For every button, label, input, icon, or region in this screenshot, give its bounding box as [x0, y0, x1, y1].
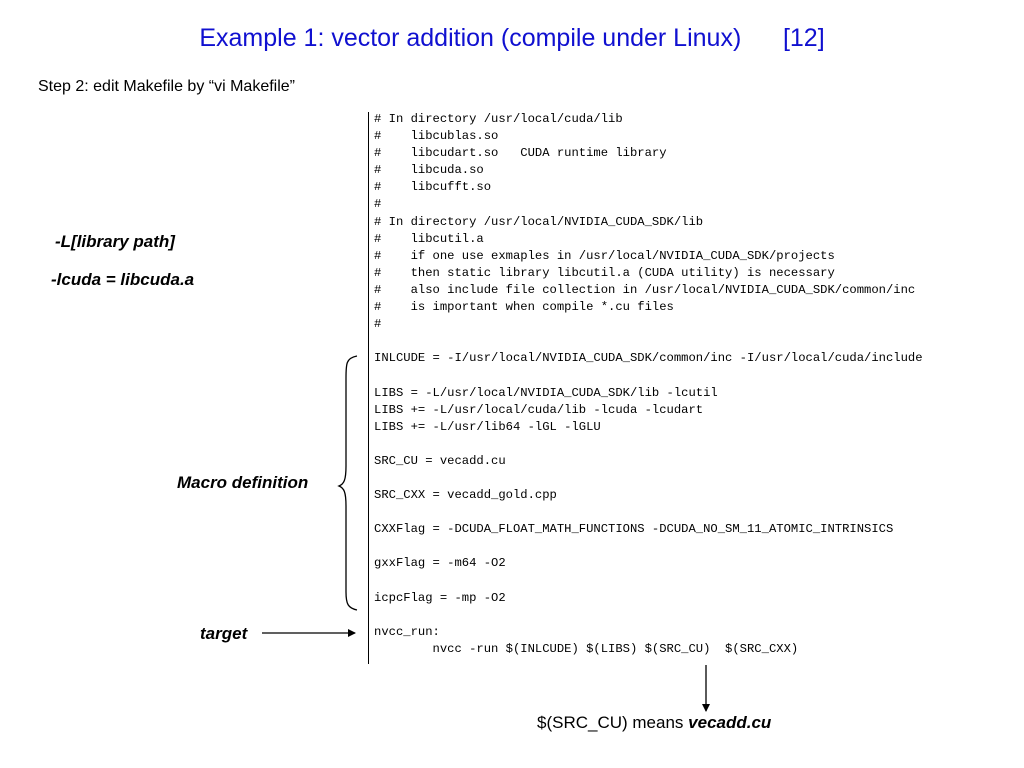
macro-definition-label: Macro definition: [177, 473, 309, 492]
makefile-line: [374, 367, 923, 384]
makefile-line: # is important when compile *.cu files: [374, 300, 674, 315]
lcuda-note: -lcuda = libcuda.a: [51, 270, 195, 289]
makefile-line: [374, 436, 923, 453]
makefile-listing[interactable]: # In directory /usr/local/cuda/lib # libc…: [374, 111, 923, 658]
macro-brace-icon: [337, 355, 358, 611]
makefile-line: SRC_CU = vecadd.cu: [374, 453, 506, 468]
makefile-line: # libcuda.so: [374, 163, 484, 178]
makefile-line: # In directory /usr/local/cuda/lib: [374, 112, 623, 126]
makefile-line: # libcutil.a: [374, 231, 484, 246]
makefile-line: # also include file collection in /usr/l…: [374, 282, 916, 297]
makefile-line: # In directory /usr/local/NVIDIA_CUDA_SD…: [374, 214, 704, 229]
makefile-line: # libcudart.so CUDA runtime library: [374, 146, 667, 161]
slide-title: Example 1: vector addition (compile unde…: [199, 24, 825, 52]
makefile-line: LIBS = -L/usr/local/NVIDIA_CUDA_SDK/lib …: [374, 385, 718, 400]
makefile-line: # libcufft.so: [374, 180, 492, 195]
step-subtitle: Step 2: edit Makefile by “vi Makefile”: [38, 78, 295, 95]
makefile-line: # then static library libcutil.a (CUDA u…: [374, 265, 835, 280]
makefile-line: [374, 470, 923, 487]
makefile-line: INLCUDE = -I/usr/local/NVIDIA_CUDA_SDK/c…: [374, 351, 923, 366]
makefile-line: LIBS += -L/usr/lib64 -lGL -lGLU: [374, 419, 601, 434]
makefile-line: #: [374, 197, 382, 212]
makefile-line: # libcublas.so: [374, 129, 499, 144]
makefile-line: [374, 504, 923, 521]
makefile-line: [374, 607, 923, 624]
makefile-line: LIBS += -L/usr/local/cuda/lib -lcuda -lc…: [374, 402, 704, 417]
makefile-line: # if one use exmaples in /usr/local/NVID…: [374, 248, 835, 263]
src-cu-value: vecadd.cu: [688, 713, 772, 732]
src-cu-note: $(SRC_CU) means vecadd.cu: [537, 713, 771, 733]
makefile-line: nvcc -run $(INLCUDE) $(LIBS) $(SRC_CU) $…: [374, 641, 799, 656]
makefile-line: #: [374, 317, 382, 332]
library-path-note: -L[library path]: [55, 232, 175, 251]
makefile-line: CXXFlag = -DCUDA_FLOAT_MATH_FUNCTIONS -D…: [374, 522, 894, 537]
code-margin-rule: [368, 112, 369, 664]
target-label: target: [200, 624, 248, 643]
makefile-line: gxxFlag = -m64 -O2: [374, 556, 506, 571]
makefile-line: icpcFlag = -mp -O2: [374, 590, 506, 605]
src-cu-note-prefix: $(SRC_CU) means: [537, 713, 689, 732]
makefile-line: nvcc_run:: [374, 624, 440, 639]
makefile-line: [374, 538, 923, 555]
makefile-line: [374, 333, 923, 350]
makefile-line: [374, 573, 923, 590]
makefile-line: SRC_CXX = vecadd_gold.cpp: [374, 488, 557, 503]
